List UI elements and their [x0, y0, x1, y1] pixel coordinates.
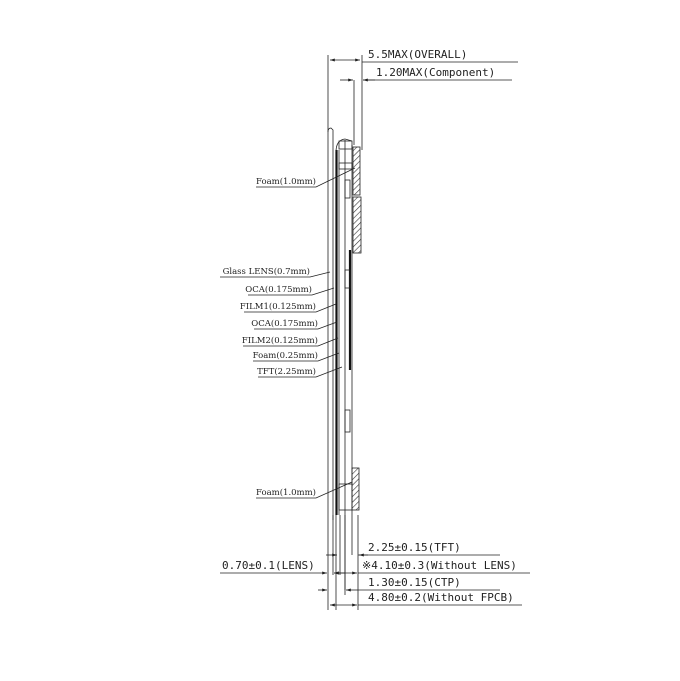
- foam-top: [352, 146, 361, 196]
- label-film2: FILM2(0.125mm): [242, 335, 318, 346]
- label-foam-bottom: Foam(1.0mm): [256, 487, 316, 498]
- label-oca-2: OCA(0.175mm): [251, 318, 318, 329]
- label-foam-top: Foam(1.0mm): [256, 176, 316, 187]
- overall-dimension-text: 5.5MAX(OVERALL): [368, 48, 467, 61]
- label-glass-lens: Glass LENS(0.7mm): [223, 266, 310, 277]
- label-foam-thin: Foam(0.25mm): [253, 350, 318, 361]
- label-tft: TFT(2.25mm): [257, 366, 316, 377]
- label-film1: FILM1(0.125mm): [240, 301, 316, 312]
- foam-bottom: [351, 467, 360, 511]
- component-dimension-text: 1.20MAX(Component): [376, 66, 495, 79]
- dim-without-fpcb: 4.80±0.2(Without FPCB): [368, 591, 514, 604]
- layer-labels: Foam(1.0mm) Glass LENS(0.7mm) OCA(0.175m…: [220, 167, 356, 499]
- label-oca-1: OCA(0.175mm): [245, 284, 312, 295]
- component-dimension: 1.20MAX(Component): [340, 66, 512, 145]
- dim-lens: 0.70±0.1(LENS): [222, 559, 315, 572]
- dim-without-lens: ※4.10±0.3(Without LENS): [362, 559, 517, 572]
- overall-dimension: 5.5MAX(OVERALL): [327, 48, 518, 150]
- module-stack: [327, 127, 362, 610]
- dim-tft: 2.25±0.15(TFT): [368, 541, 461, 554]
- bottom-dimensions: 2.25±0.15(TFT) 0.70±0.1(LENS) ※4.10±0.3(…: [220, 541, 530, 607]
- dim-ctp: 1.30±0.15(CTP): [368, 576, 461, 589]
